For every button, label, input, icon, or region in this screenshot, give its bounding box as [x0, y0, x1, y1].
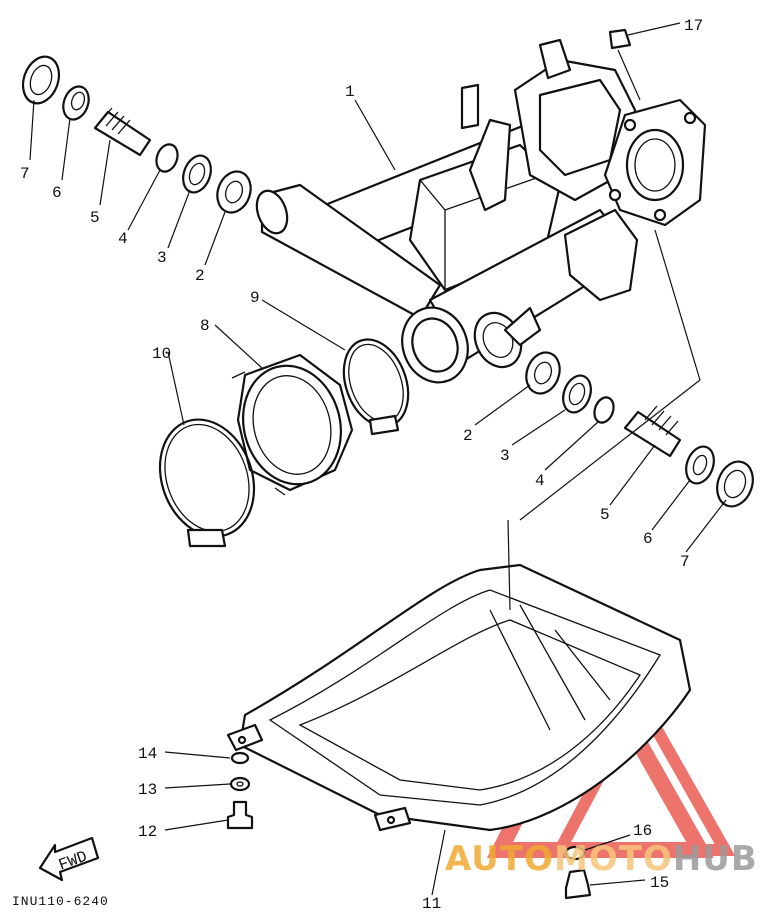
- label-part-13: 13: [138, 781, 157, 799]
- watermark-auto: AUTO: [445, 839, 554, 879]
- collar-right: [685, 445, 715, 485]
- label-part-7-right: 7: [680, 553, 690, 571]
- watermark-hub: HUB: [673, 839, 758, 879]
- pivot-shaft-right: [623, 410, 682, 458]
- grease-nipple: [608, 28, 632, 50]
- watermark-moto: MOTO: [554, 839, 673, 879]
- oil-seal-right: [716, 460, 754, 508]
- bearing-left: [216, 170, 252, 214]
- swing-arm: [255, 28, 707, 384]
- fasteners: [226, 751, 592, 900]
- label-part-7-left: 7: [20, 165, 30, 183]
- label-part-16: 16: [633, 822, 652, 840]
- label-part-4-left: 4: [118, 230, 128, 248]
- bolt-15: [564, 868, 592, 900]
- bearing-right: [525, 351, 561, 395]
- nut-14: [230, 751, 250, 765]
- label-part-17: 17: [684, 17, 703, 35]
- rubber-boot: [231, 353, 354, 496]
- label-part-8: 8: [200, 317, 210, 335]
- label-part-2-left: 2: [195, 267, 205, 285]
- label-part-10: 10: [152, 345, 171, 363]
- label-part-15: 15: [650, 874, 669, 892]
- label-part-11: 11: [422, 895, 441, 913]
- label-part-2-right: 2: [463, 427, 473, 445]
- washer-16: [564, 845, 586, 861]
- skid-plate: [226, 563, 692, 832]
- band-9: [342, 338, 410, 436]
- oil-seal-left: [21, 55, 61, 105]
- leader-lines: [29, 22, 727, 896]
- label-part-1: 1: [345, 83, 355, 101]
- label-part-5-left: 5: [90, 209, 100, 227]
- seal-left: [182, 154, 212, 194]
- left-bearing-stack: [21, 55, 252, 214]
- label-part-6-right: 6: [643, 530, 653, 548]
- seal-right: [562, 374, 592, 414]
- label-part-9: 9: [250, 289, 260, 307]
- label-part-3-left: 3: [157, 249, 167, 267]
- label-part-4-right: 4: [535, 472, 545, 490]
- label-part-5-right: 5: [600, 506, 610, 524]
- watermark-text: AUTOMOTOHUB: [445, 839, 758, 879]
- spacer-left: [155, 143, 179, 173]
- label-part-14: 14: [138, 745, 157, 763]
- part-labels: 1 7 6 5 4 3 2 9 8 10 2 3 4 5 6 7 17 11 1…: [20, 17, 703, 913]
- bolt-12: [226, 800, 254, 830]
- right-bearing-stack: [525, 351, 754, 508]
- forward-arrow: FWD: [38, 836, 100, 882]
- band-10: [158, 418, 256, 548]
- diagram-code: INU110-6240: [12, 894, 109, 909]
- spacer-right: [593, 396, 615, 424]
- label-part-6-left: 6: [52, 184, 62, 202]
- collar-left: [62, 85, 90, 121]
- label-part-3-right: 3: [500, 447, 510, 465]
- washer-13: [229, 776, 251, 792]
- label-part-12: 12: [138, 823, 157, 841]
